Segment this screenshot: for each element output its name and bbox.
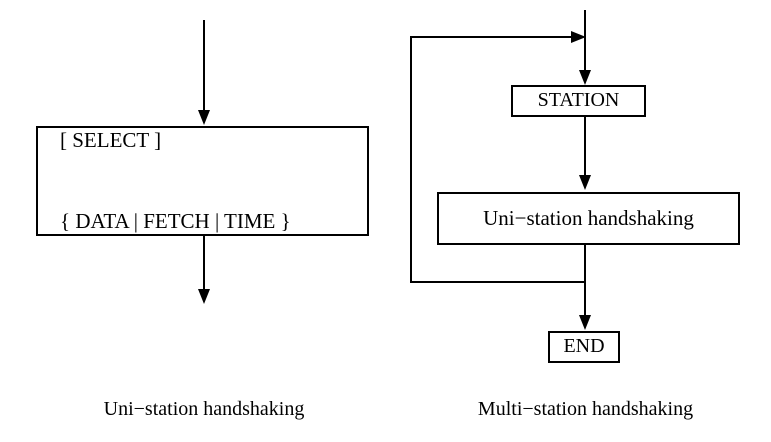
right-entry-arrowhead-down-icon bbox=[579, 70, 591, 85]
feedback-loop-left-riser bbox=[410, 36, 412, 283]
left-entry-arrowhead-down-icon bbox=[198, 110, 210, 125]
select-node-line-1: [ SELECT ] bbox=[60, 128, 162, 153]
end-node[interactable]: END bbox=[548, 331, 620, 363]
feedback-loop-bottom-run bbox=[410, 281, 586, 283]
select-node-text: [ SELECT ] { DATA | FETCH | TIME } bbox=[60, 74, 291, 289]
uni-to-end-arrowhead-down-icon bbox=[579, 315, 591, 330]
uni-station-handshaking-node[interactable]: Uni−station handshaking bbox=[437, 192, 740, 245]
uni-station-handshaking-node-label: Uni−station handshaking bbox=[483, 206, 694, 231]
station-node[interactable]: STATION bbox=[511, 85, 646, 117]
feedback-loop-top-run bbox=[410, 36, 573, 38]
select-command-node[interactable]: [ SELECT ] { DATA | FETCH | TIME } bbox=[36, 126, 369, 236]
left-exit-arrowhead-down-icon bbox=[198, 289, 210, 304]
right-diagram-caption: Multi−station handshaking bbox=[477, 398, 694, 420]
left-diagram-caption: Uni−station handshaking bbox=[103, 398, 305, 420]
station-to-uni-arrowhead-down-icon bbox=[579, 175, 591, 190]
feedback-loop-arrowhead-right-icon bbox=[571, 31, 586, 43]
left-entry-arrow-shaft bbox=[203, 20, 205, 112]
station-to-uni-arrow-shaft bbox=[584, 117, 586, 177]
select-node-line-2: { DATA | FETCH | TIME } bbox=[60, 208, 291, 233]
left-exit-arrow-shaft bbox=[203, 236, 205, 291]
station-node-label: STATION bbox=[537, 89, 620, 112]
uni-to-end-arrow-shaft bbox=[584, 245, 586, 317]
end-node-label: END bbox=[563, 335, 605, 358]
